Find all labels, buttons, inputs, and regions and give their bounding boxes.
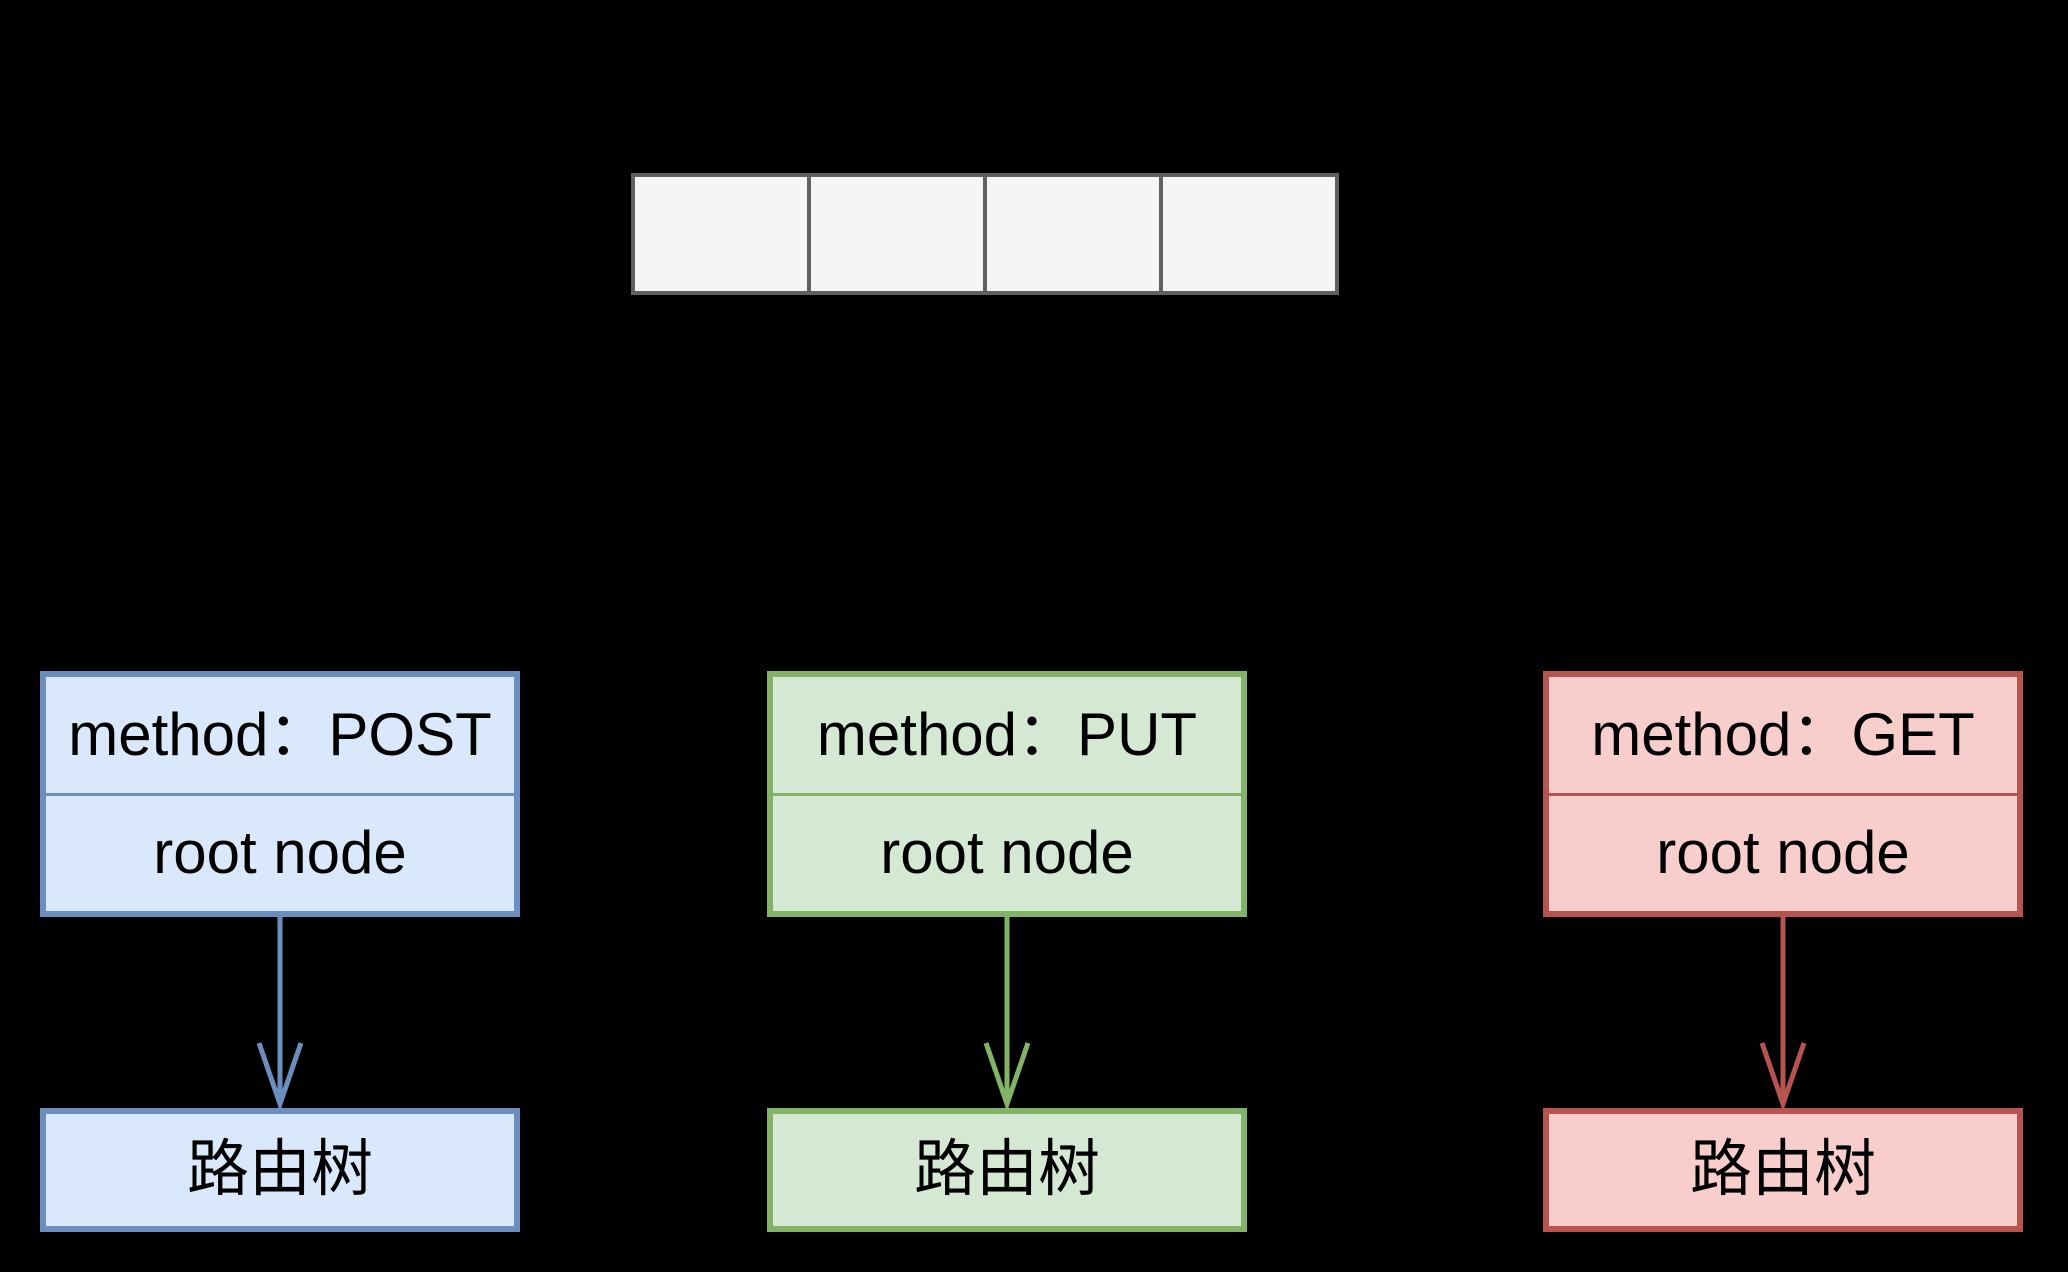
route-tree-label-post: 路由树 [186, 1135, 373, 1204]
down-arrow-head [256, 1042, 304, 1109]
route-tree-box-put: 路由树 [767, 1108, 1247, 1232]
array-cell [807, 177, 983, 291]
method-box-get: method：GET root node [1543, 671, 2023, 917]
down-arrow-get [1759, 916, 1807, 1109]
root-node-label-get: root node [1656, 819, 1910, 887]
method-label-put: method：PUT [773, 677, 1241, 796]
down-arrow-head [983, 1042, 1031, 1109]
root-node-label-put: root node [880, 819, 1134, 887]
header-array [631, 173, 1339, 295]
down-arrow-post [256, 916, 304, 1109]
down-arrow-put [983, 916, 1031, 1109]
route-tree-label-put: 路由树 [913, 1135, 1100, 1204]
route-tree-box-get: 路由树 [1543, 1108, 2023, 1232]
array-cell [635, 177, 807, 291]
array-cell [983, 177, 1159, 291]
method-box-post: method：POST root node [40, 671, 520, 917]
route-tree-label-get: 路由树 [1689, 1135, 1876, 1204]
array-cell [1159, 177, 1335, 291]
down-arrow-head [1759, 1042, 1807, 1109]
method-label-post: method：POST [46, 677, 514, 796]
route-tree-box-post: 路由树 [40, 1108, 520, 1232]
root-node-label-post: root node [153, 819, 407, 887]
method-box-put: method：PUT root node [767, 671, 1247, 917]
method-label-get: method：GET [1549, 677, 2017, 796]
